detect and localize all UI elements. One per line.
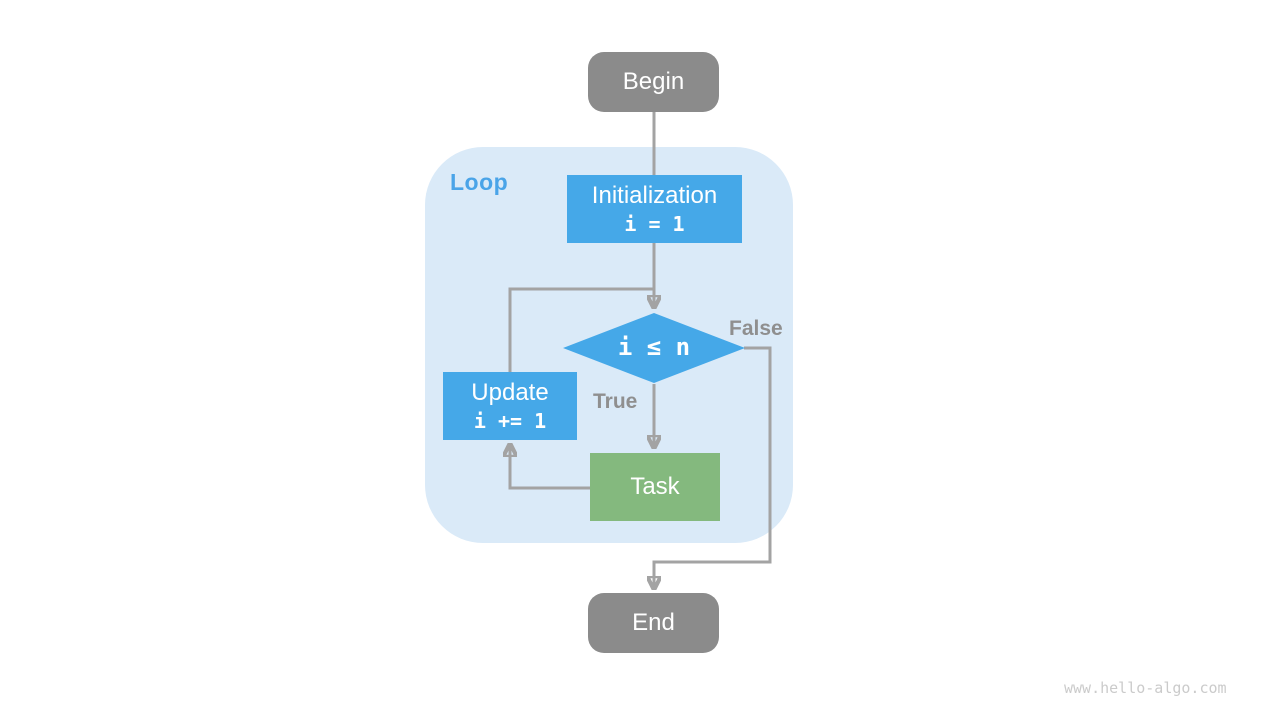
- node-update-label: Update: [471, 379, 549, 407]
- node-begin: Begin: [588, 52, 719, 112]
- node-begin-label: Begin: [622, 68, 685, 96]
- loop-label: Loop: [450, 169, 509, 195]
- node-initialization: Initialization i = 1: [567, 175, 742, 243]
- watermark-text: www.hello-algo.com: [1064, 679, 1227, 697]
- branch-label-true: True: [593, 390, 638, 413]
- node-task: Task: [590, 453, 720, 521]
- node-condition-code: i ≤ n: [617, 333, 691, 362]
- node-initialization-code: i = 1: [624, 211, 685, 236]
- node-update-code: i += 1: [473, 408, 547, 433]
- node-update: Update i += 1: [443, 372, 577, 440]
- node-end-label: End: [632, 609, 675, 637]
- edge-task-to-update: [510, 443, 590, 490]
- node-initialization-label: Initialization: [591, 182, 718, 210]
- edge-update-loopback: [508, 287, 653, 372]
- edge-condition-false-to-end: [654, 346, 772, 590]
- branch-label-false: False: [729, 317, 783, 340]
- node-task-label: Task: [630, 473, 680, 501]
- node-end: End: [588, 593, 719, 653]
